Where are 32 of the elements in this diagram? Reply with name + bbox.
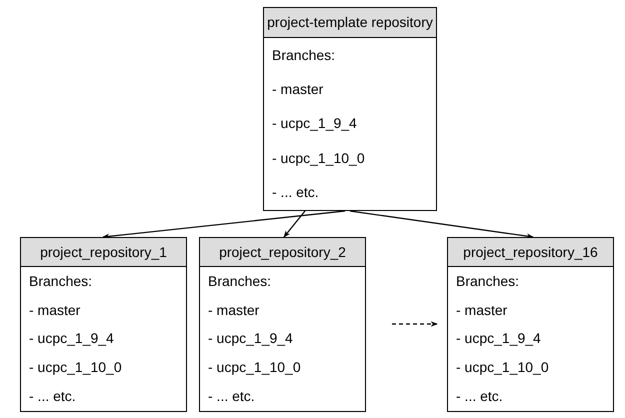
branch-text: - ucpc_1_10_0 [272, 150, 366, 166]
branch-text: - ucpc_1_10_0 [456, 359, 550, 376]
branch-text: - ucpc_1_10_0 [208, 359, 302, 376]
branch-text: - ... etc. [29, 388, 77, 404]
arrow [350, 210, 534, 239]
branch-text: - ucpc_1_9_4 [272, 115, 358, 132]
branch-text: - master [29, 302, 82, 318]
branch-text: Branches: [456, 273, 520, 290]
box-header: project_repository_1 [21, 238, 186, 267]
branch-text: - master [456, 302, 508, 318]
branch-text: - ucpc_1_9_4 [456, 330, 542, 346]
arrow [392, 321, 438, 327]
repository-box [263, 7, 437, 211]
branch-text: Branches: [272, 47, 336, 64]
repository-box [447, 237, 614, 412]
branch-text: - ... etc. [272, 184, 320, 200]
branch-text: - ucpc_1_9_4 [29, 330, 115, 346]
branch-text: Branches: [208, 273, 272, 290]
box-header: project_repository_16 [448, 238, 613, 267]
arrow [284, 210, 306, 238]
branch-text: - ... etc. [208, 388, 256, 404]
repository-box [199, 237, 366, 412]
box-header: project_repository_2 [200, 238, 365, 267]
branch-text: Branches: [29, 273, 94, 290]
branch-text: - ... etc. [456, 388, 504, 404]
branch-text: - master [272, 81, 324, 98]
repository-box [20, 237, 187, 412]
branch-text: - ucpc_1_9_4 [208, 330, 294, 346]
branch-text: - master [208, 302, 260, 318]
box-header: project-template repository [264, 8, 436, 38]
arrow [102, 210, 346, 240]
branch-text: - ucpc_1_10_0 [29, 359, 123, 376]
